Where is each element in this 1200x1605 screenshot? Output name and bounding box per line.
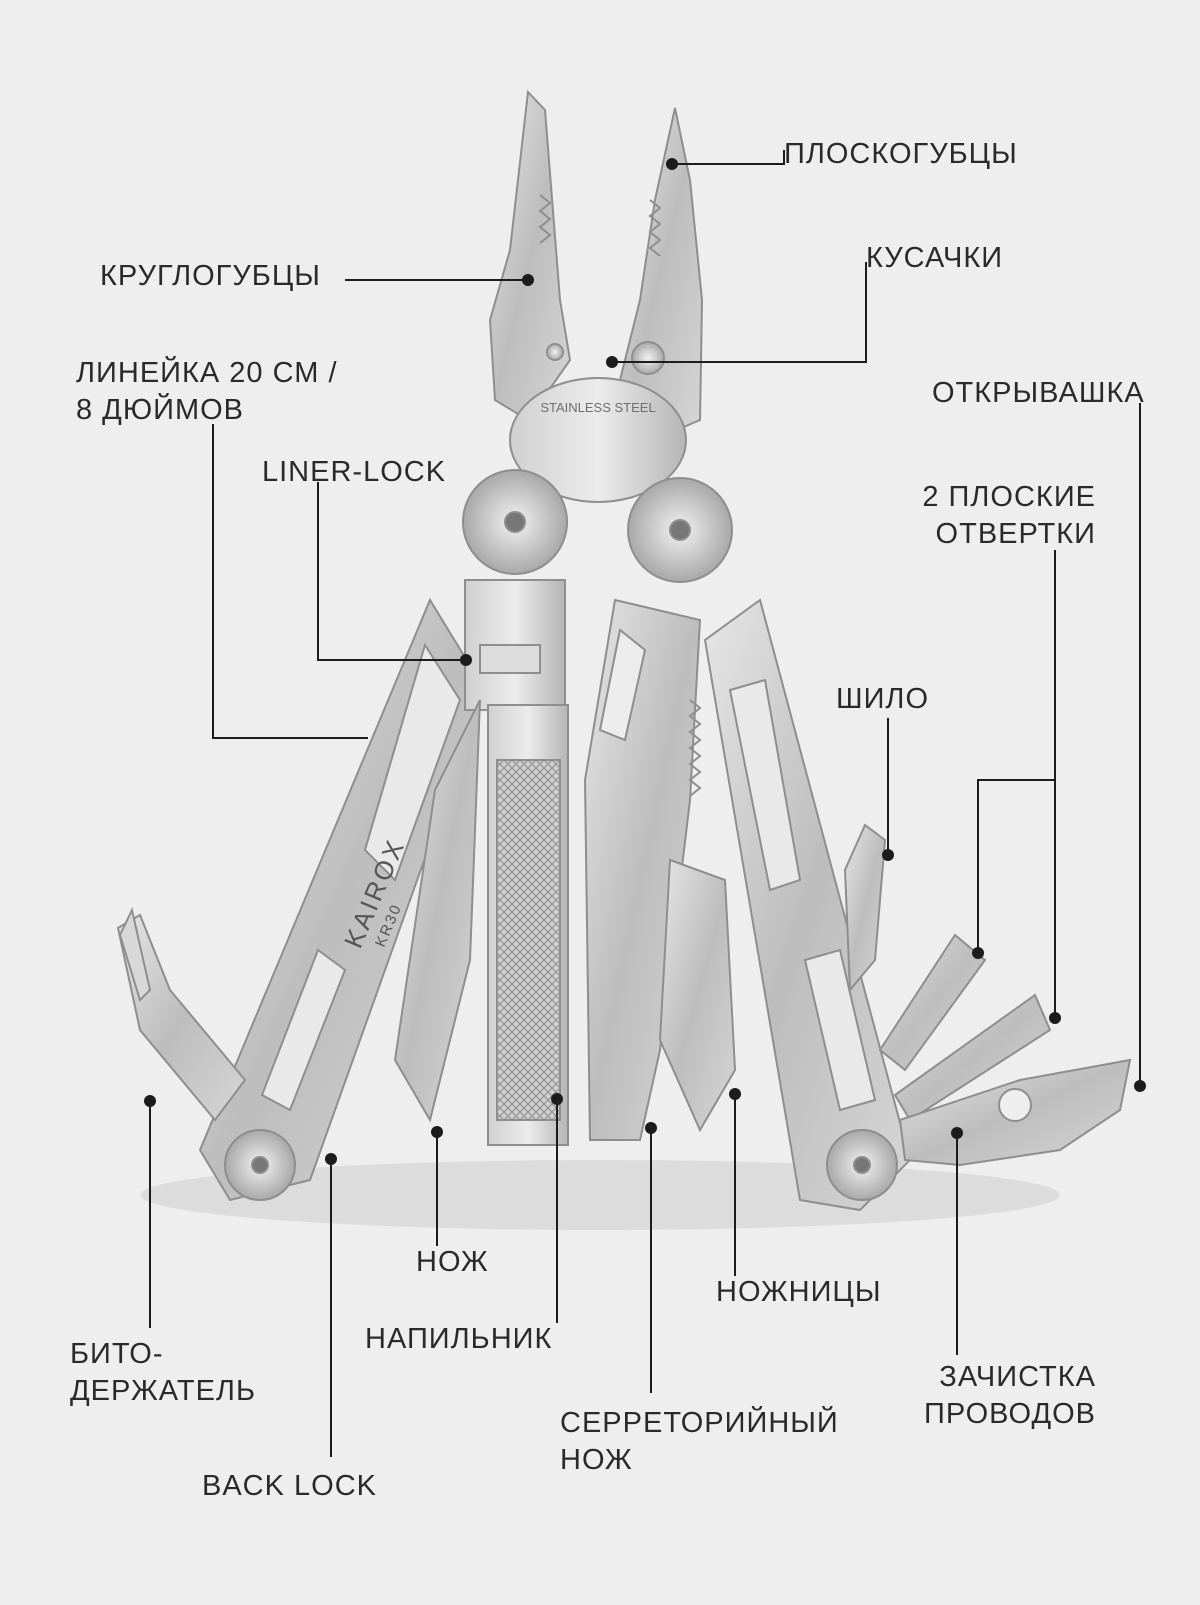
screwdrivers-tool [878, 933, 1052, 1122]
scissors-tool [658, 858, 737, 1133]
callout-screwdrivers-line-1: 2 ПЛОСКИЕ [922, 481, 1096, 513]
callout-bit-holder: БИТО- ДЕРЖАТЕЛЬ [70, 1336, 256, 1410]
leader-ruler [212, 424, 368, 739]
callout-screwdrivers-line-2: ОТВЕРТКИ [935, 518, 1096, 550]
leader-screwdrivers-b [977, 779, 1055, 953]
callout-awl: ШИЛО [836, 683, 930, 715]
callout-serrated-knife-line-1: СЕРРЕТОРИЙНЫЙ [560, 1407, 839, 1439]
callout-leaders [149, 150, 1141, 1457]
callout-scissors: НОЖНИЦЫ [716, 1276, 882, 1308]
callout-wire-stripper-line-2: ПРОВОДОВ [924, 1398, 1096, 1430]
callout-bottle-opener: ОТКРЫВАШКА [932, 377, 1145, 409]
callout-ruler-line-2: 8 ДЮЙМОВ [76, 394, 245, 426]
right-handle [703, 598, 912, 1212]
callout-wire-stripper: ЗАЧИСТКА ПРОВОДОВ [924, 1359, 1096, 1433]
callout-cutters: КУСАЧКИ [866, 242, 1004, 274]
bit-holder-tool [116, 906, 247, 1122]
callout-liner-lock: LINER-LOCK [262, 456, 447, 488]
awl-tool [843, 823, 887, 993]
callout-ruler: ЛИНЕЙКА 20 СМ / 8 ДЮЙМОВ [76, 355, 338, 429]
head-bolts [462, 469, 733, 583]
callout-round-pliers: КРУГЛОГУБЦЫ [100, 260, 321, 292]
leader-cutters [612, 262, 867, 363]
callout-bit-holder-line-2: ДЕРЖАТЕЛЬ [70, 1375, 256, 1407]
bottle-opener-hook [998, 1088, 1032, 1122]
callout-serrated-knife-line-2: НОЖ [560, 1444, 633, 1476]
callout-dots [144, 158, 1146, 1165]
pivot-stamp: STAINLESS STEEL [540, 400, 655, 415]
callout-screwdrivers: 2 ПЛОСКИЕ ОТВЕРТКИ [922, 479, 1096, 553]
left-handle: KAIROX KR30 [198, 597, 487, 1202]
callout-bit-holder-line-1: БИТО- [70, 1338, 164, 1370]
callout-ruler-line-1: ЛИНЕЙКА 20 СМ / [76, 357, 338, 389]
callout-wire-stripper-line-1: ЗАЧИСТКА [939, 1361, 1096, 1393]
callout-file: НАПИЛЬНИК [365, 1323, 553, 1355]
callout-back-lock: BACK LOCK [202, 1470, 377, 1502]
leader-liner-lock [317, 482, 466, 661]
knife-blade [393, 699, 481, 1123]
file-tool [487, 704, 569, 1146]
leader-pliers [672, 150, 785, 165]
callout-pliers: ПЛОСКОГУБЦЫ [784, 138, 1018, 170]
callout-knife: НОЖ [416, 1246, 489, 1278]
serrated-knife-blade [583, 598, 702, 1141]
callout-serrated-knife: СЕРРЕТОРИЙНЫЙ НОЖ [560, 1405, 839, 1479]
liner-lock-block [464, 579, 566, 711]
pliers-jaws: STAINLESS STEEL [488, 89, 704, 503]
